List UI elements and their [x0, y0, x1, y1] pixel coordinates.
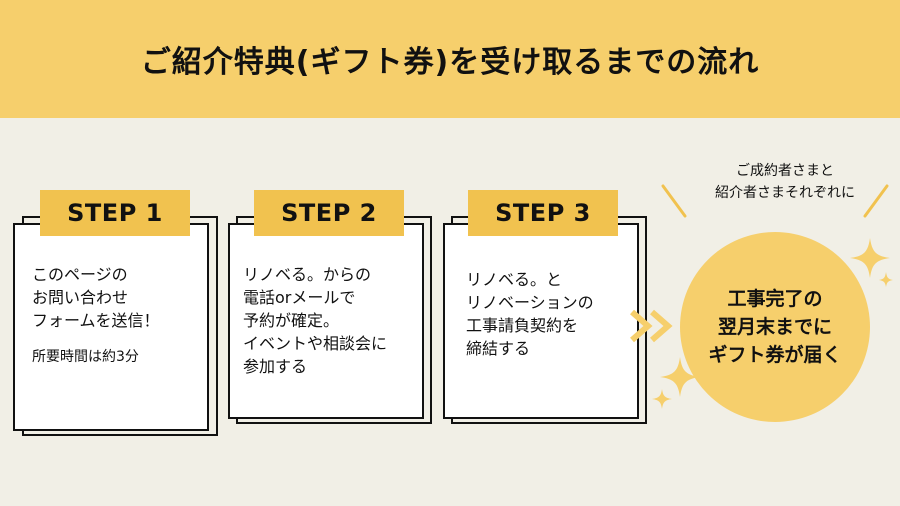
step-3-label: STEP 3	[468, 190, 618, 236]
step-3-line: リノベる。と	[466, 270, 563, 289]
step-3-text: リノベる。と リノベーションの 工事請負契約を 締結する	[466, 268, 641, 360]
header-banner	[0, 0, 900, 118]
reward-caption-line: ご成約者さまと	[736, 163, 834, 179]
reward-caption-line: 紹介者さまそれぞれに	[715, 185, 855, 201]
step-1-line: お問い合わせ	[32, 288, 129, 307]
step-1-line: このページの	[32, 265, 128, 284]
step-card-3-panel	[443, 223, 639, 419]
reward-caption: ご成約者さまと 紹介者さまそれぞれに	[675, 160, 895, 204]
step-3-line: 締結する	[466, 339, 531, 358]
step-2-line: 参加する	[243, 357, 308, 376]
step-2-line: 電話orメールで	[243, 288, 356, 307]
step-2-line: 予約が確定。	[243, 311, 340, 330]
step-2-line: リノベる。からの	[243, 265, 372, 284]
reward-line: 翌月末までに	[717, 316, 832, 338]
reward-line: 工事完了の	[727, 288, 823, 310]
step-1-line: フォームを送信！	[32, 311, 160, 330]
step-card-1-panel	[13, 223, 209, 431]
sparkle-icon	[850, 238, 893, 287]
reward-line: ギフト券が届く	[708, 344, 842, 366]
step-3-line: リノベーションの	[466, 293, 594, 312]
step-3-line: 工事請負契約を	[466, 316, 579, 335]
step-2-line: イベントや相談会に	[243, 334, 388, 353]
step-2-text: リノベる。からの 電話orメールで 予約が確定。 イベントや相談会に 参加する	[243, 263, 425, 378]
step-card-2-panel	[228, 223, 424, 419]
emphasis-rays	[661, 184, 889, 218]
sparkle-icon	[652, 357, 700, 409]
page-title: ご紹介特典(ギフト券)を受け取るまでの流れ	[140, 45, 760, 80]
reward-circle: 工事完了の 翌月末までに ギフト券が届く	[680, 232, 870, 422]
double-chevron-right-icon	[630, 309, 673, 343]
step-2-label: STEP 2	[254, 190, 404, 236]
step-1-note: 所要時間は約3分	[32, 349, 139, 365]
step-1-label: STEP 1	[40, 190, 190, 236]
step-1-text: このページの お問い合わせ フォームを送信！ 所要時間は約3分	[32, 263, 212, 369]
